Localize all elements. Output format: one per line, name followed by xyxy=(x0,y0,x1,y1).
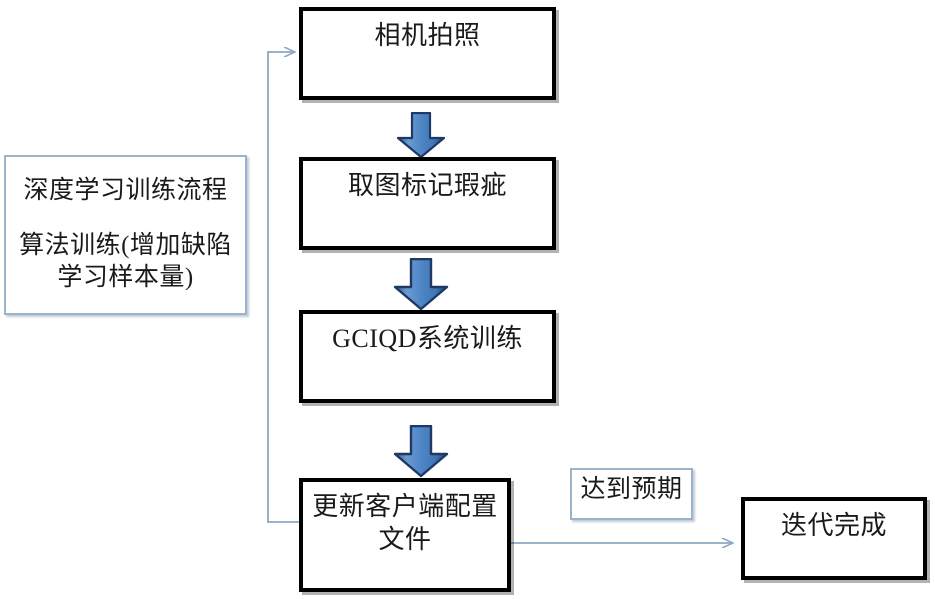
side-note-line-2: 算法训练(增加缺陷 学习样本量) xyxy=(19,231,232,292)
node-mark-defects[interactable]: 取图标记瑕疵 xyxy=(299,157,556,250)
node-gciqd-training[interactable]: GCIQD系统训练 xyxy=(299,310,556,403)
block-arrow-down-2 xyxy=(393,258,449,311)
node-iteration-complete[interactable]: 迭代完成 xyxy=(741,497,927,580)
node-camera-capture[interactable]: 相机拍照 xyxy=(299,7,556,100)
node-mark-defects-label: 取图标记瑕疵 xyxy=(347,171,507,200)
node-iteration-complete-label: 迭代完成 xyxy=(780,511,887,540)
block-arrow-down-3 xyxy=(393,425,449,478)
node-gciqd-training-label: GCIQD系统训练 xyxy=(332,324,523,353)
side-note-box: 深度学习训练流程 算法训练(增加缺陷 学习样本量) xyxy=(4,155,247,315)
side-note-line-1: 深度学习训练流程 xyxy=(23,177,228,205)
edge-label-box-expected: 达到预期 xyxy=(570,468,693,520)
node-camera-capture-label: 相机拍照 xyxy=(374,21,481,50)
node-update-client-config[interactable]: 更新客户端配置 文件 xyxy=(299,478,511,592)
edge-label-expected: 达到预期 xyxy=(580,476,683,503)
block-arrow-down-1 xyxy=(396,112,446,159)
node-update-client-config-label: 更新客户端配置 文件 xyxy=(312,492,498,554)
feedback-connector xyxy=(267,52,299,523)
